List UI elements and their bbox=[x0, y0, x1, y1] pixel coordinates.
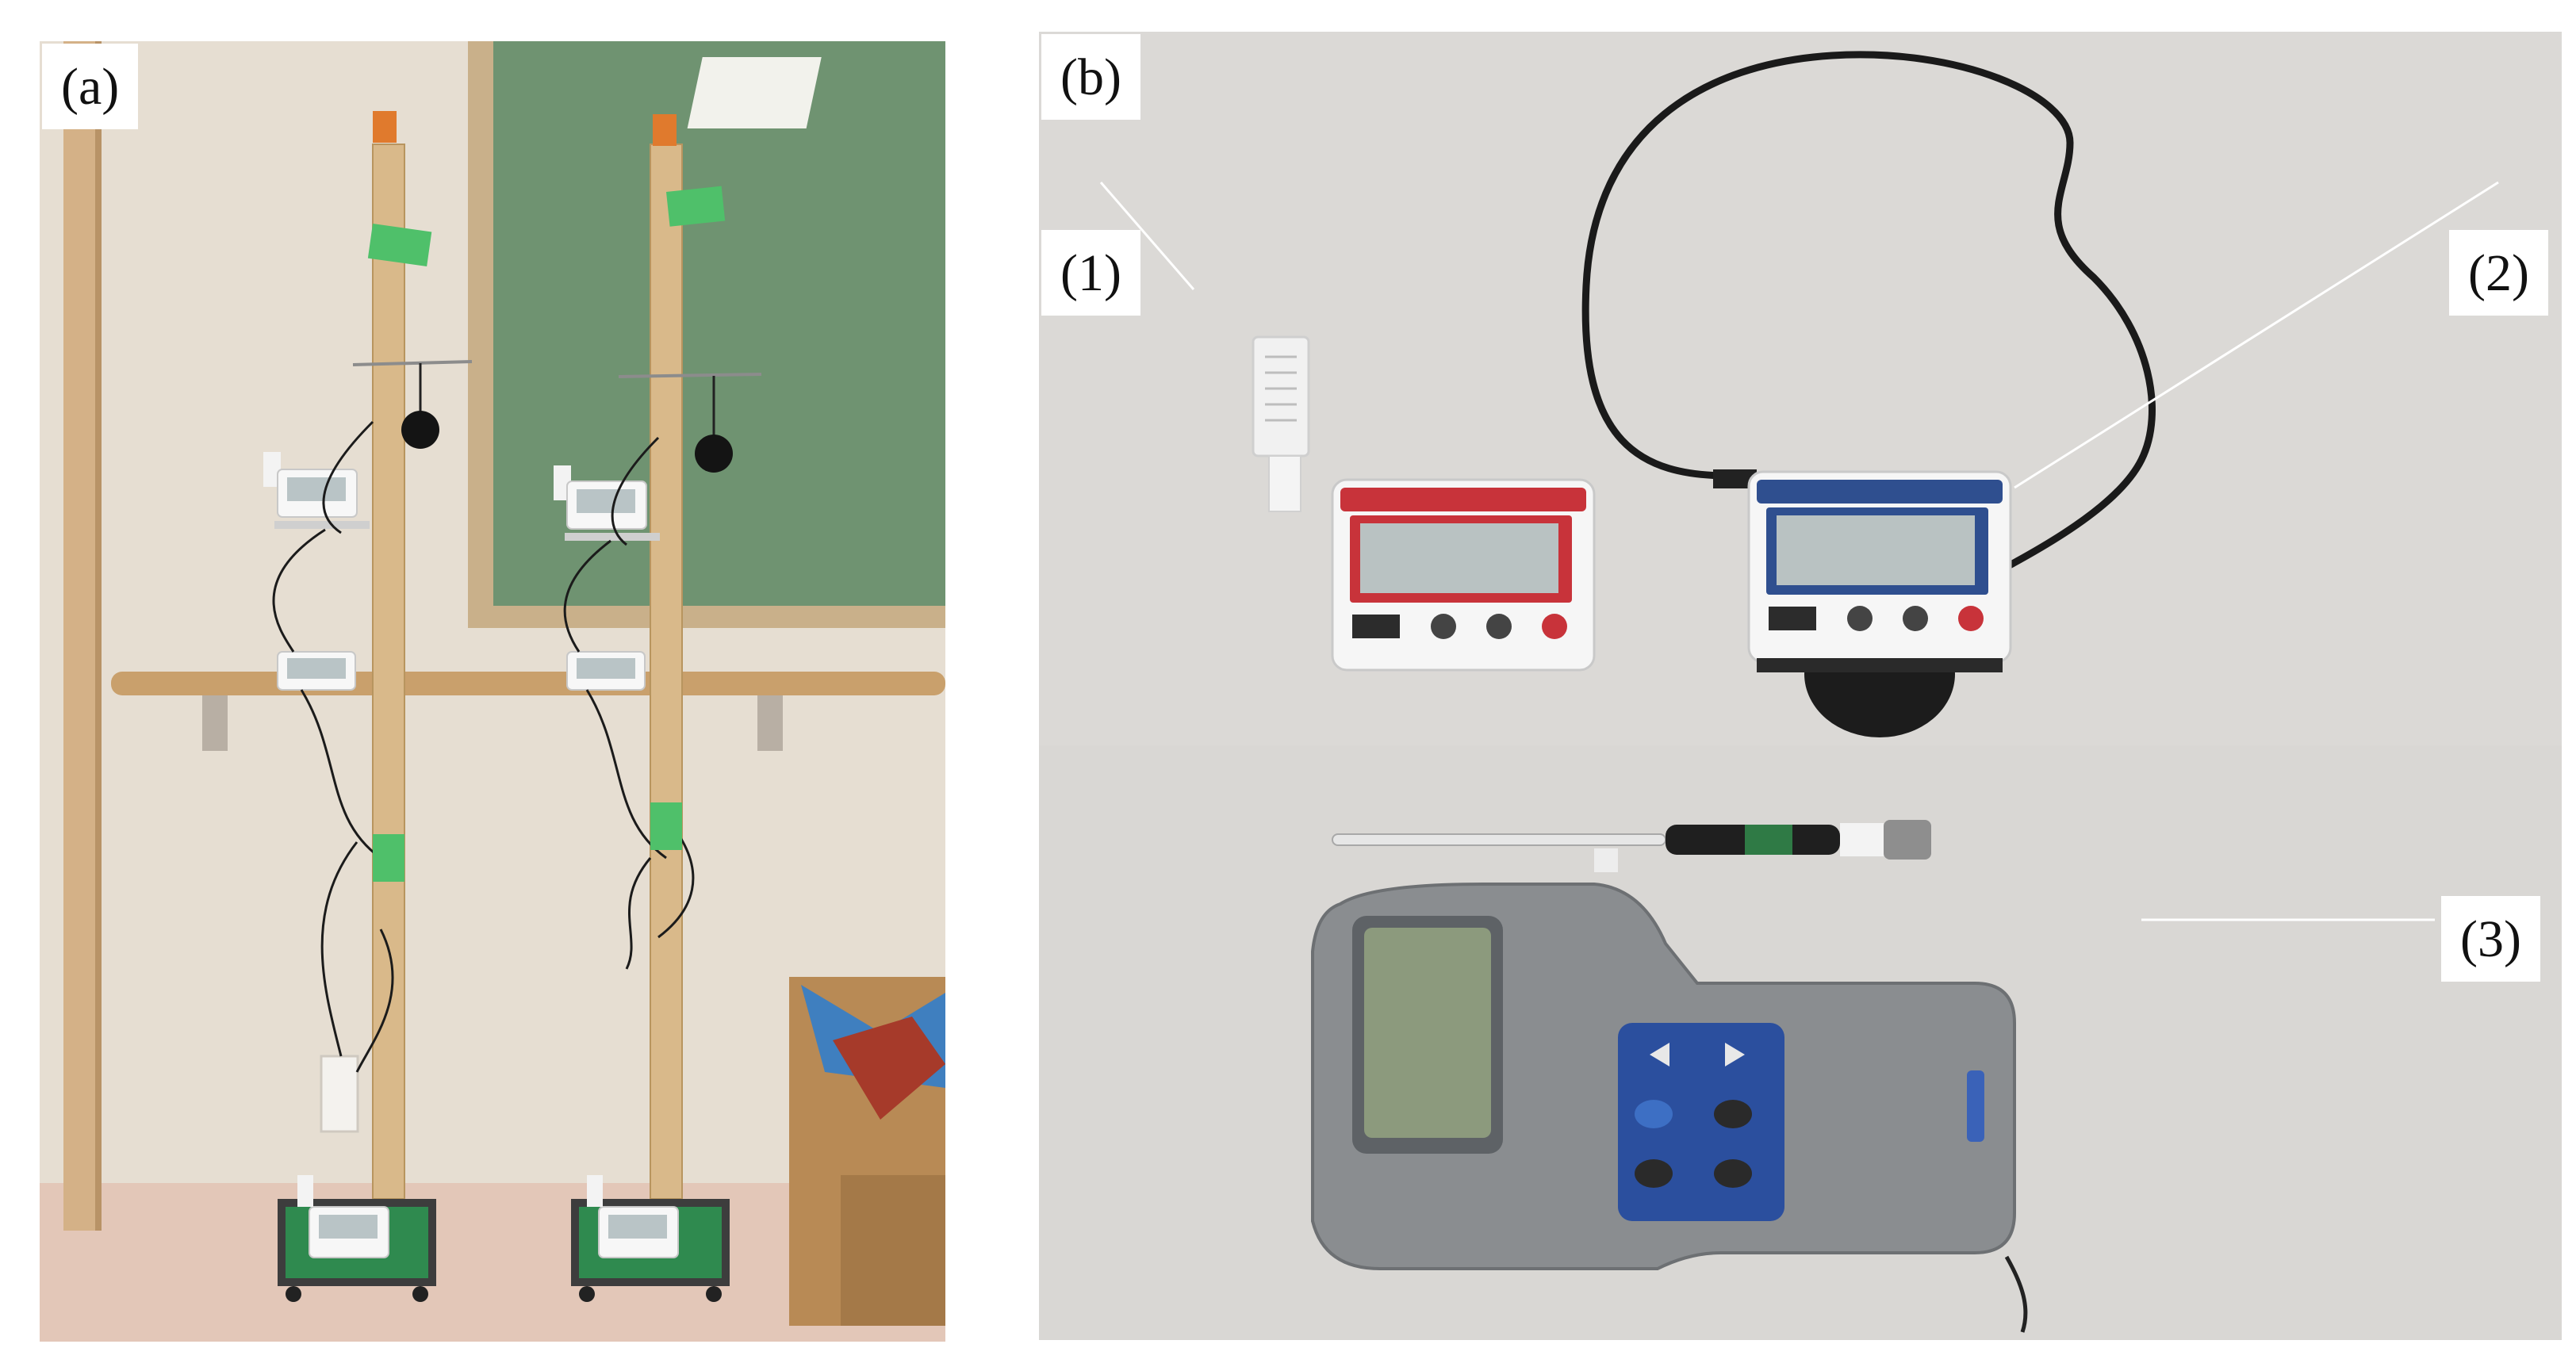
ceiling-light-reflection bbox=[687, 57, 822, 128]
callout-line-1 bbox=[1099, 182, 1195, 290]
callout-line-2 bbox=[2014, 181, 2499, 489]
photo-panel-a: (a) bbox=[40, 41, 945, 1342]
pole-1 bbox=[372, 144, 405, 1200]
callout-label-2: (2) bbox=[2449, 230, 2548, 316]
panel-b-label: (b) bbox=[1041, 34, 1140, 120]
photo-panel-b: (b) (1) (2) (3) bbox=[1039, 32, 2562, 1340]
photo-b-illustration bbox=[1039, 32, 2562, 1340]
photo-a-illustration bbox=[40, 41, 945, 1342]
globe-thermometer-1 bbox=[401, 411, 439, 449]
pole-2 bbox=[650, 144, 683, 1200]
globe-thermometer-2 bbox=[695, 435, 733, 473]
handrail bbox=[111, 672, 945, 695]
callout-label-1: (1) bbox=[1041, 230, 1140, 316]
panel-a-label: (a) bbox=[42, 44, 139, 129]
meter-display bbox=[1364, 928, 1491, 1138]
globe-cable bbox=[1581, 51, 2156, 622]
door-frame bbox=[63, 41, 95, 1231]
humidity-sensor bbox=[1252, 335, 1310, 458]
anemometer-probe bbox=[1332, 833, 1666, 846]
callout-label-3: (3) bbox=[2441, 896, 2540, 982]
